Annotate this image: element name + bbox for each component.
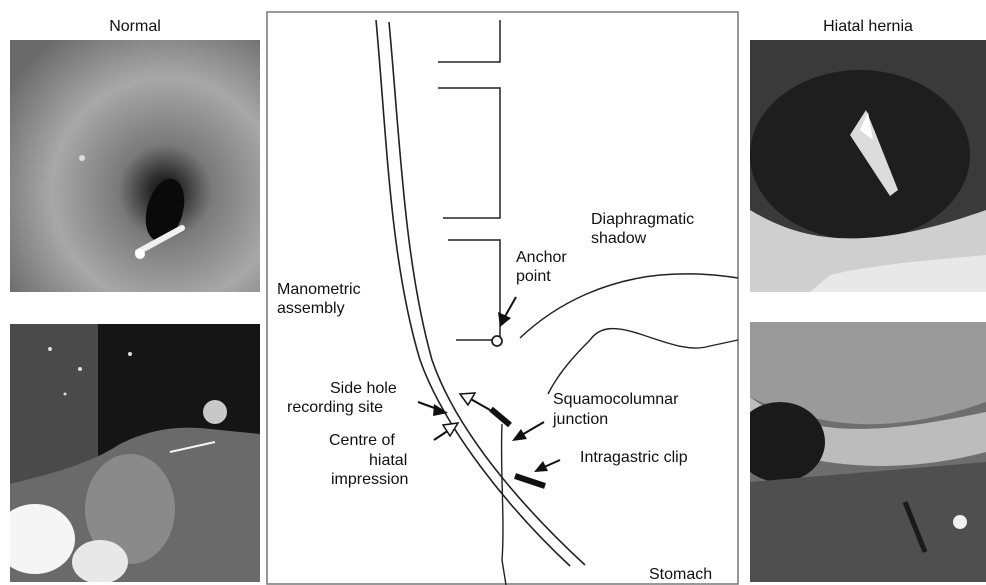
intragastric-clip-marker <box>515 476 545 486</box>
label-squamo-line2: junction <box>552 411 608 428</box>
label-squamo-line1: Squamocolumnar <box>553 391 679 408</box>
stomach-outline <box>502 424 506 585</box>
label-diaphragmatic-line1: Diaphragmatic <box>591 211 694 228</box>
squamocolumnar-line <box>548 329 738 394</box>
hollow-arrow <box>460 393 490 410</box>
label-anchor-line2: point <box>516 268 551 285</box>
label-manometric-line1: Manometric <box>277 281 361 298</box>
anchor-point-marker <box>492 336 502 346</box>
diaphragmatic-shadow-line <box>520 274 738 338</box>
label-sidehole-line2: recording site <box>287 399 383 416</box>
anchor-bracket-bottom <box>448 240 500 340</box>
label-centre-line3: impression <box>331 471 408 488</box>
label-stomach: Stomach <box>649 566 712 583</box>
label-centre-line2: hiatal <box>369 452 407 469</box>
centre-hiatal-arrow <box>434 423 458 440</box>
label-centre-line1: Centre of <box>329 432 395 449</box>
squamocolumnar-arrow <box>512 422 544 441</box>
label-anchor-line1: Anchor <box>516 249 567 266</box>
label-sidehole-line1: Side hole <box>330 380 397 397</box>
squamocolumnar-marker <box>491 409 510 425</box>
label-diaphragmatic-line2: shadow <box>591 230 647 247</box>
anchor-bracket-top <box>438 20 500 62</box>
label-manometric-line2: assembly <box>277 300 345 317</box>
anchor-bracket-middle <box>438 88 500 218</box>
label-intragastric-clip: Intragastric clip <box>580 449 688 466</box>
manometric-assembly-line-right <box>389 22 585 565</box>
intragastric-clip-arrow <box>534 460 560 472</box>
